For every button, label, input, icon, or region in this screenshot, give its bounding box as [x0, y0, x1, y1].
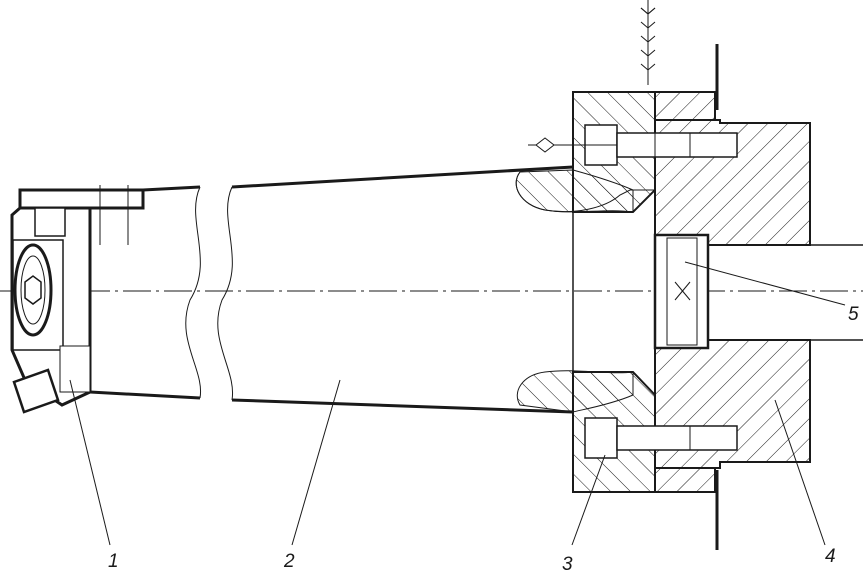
leader-lines	[69, 261, 846, 546]
insert-part-5	[653, 233, 710, 350]
machine-face	[640, 0, 719, 550]
bolt-bottom	[584, 417, 738, 459]
callout-3: 3	[562, 554, 573, 574]
cutting-head-part-1	[10, 185, 145, 414]
shank-part-2	[89, 120, 656, 414]
callout-2: 2	[283, 551, 295, 572]
callout-1: 1	[108, 551, 119, 572]
callout-4: 4	[825, 546, 836, 567]
bolt-top	[528, 124, 738, 166]
callout-5: 5	[848, 304, 859, 325]
